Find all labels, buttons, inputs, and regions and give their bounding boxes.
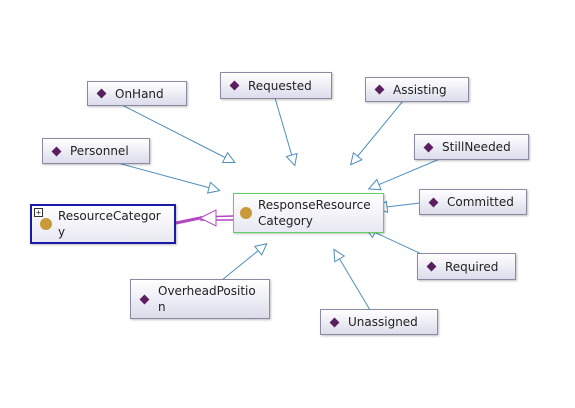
- edge-unassigned: [338, 257, 371, 311]
- node-label: OverheadPositio n: [158, 284, 256, 314]
- node-required[interactable]: Required: [417, 253, 516, 280]
- node-assisting[interactable]: Assisting: [365, 77, 469, 102]
- node-requested[interactable]: Requested: [220, 72, 332, 99]
- node-label: Committed: [447, 195, 514, 209]
- individual-diamond-icon: [139, 294, 150, 304]
- individual-diamond-icon: [426, 261, 437, 272]
- arrowhead-onhand: [221, 151, 236, 164]
- node-label: ResponseResource Category: [258, 198, 371, 228]
- arrowhead-personnel: [206, 181, 221, 194]
- individual-diamond-icon: [329, 317, 340, 327]
- node-onhand[interactable]: OnHand: [87, 81, 187, 106]
- individual-diamond-icon: [428, 197, 439, 207]
- node-label: ResourceCategor y: [58, 209, 161, 239]
- edge-stillneeded: [377, 157, 443, 186]
- arrowhead-subclass: [198, 209, 217, 227]
- node-label: Required: [445, 259, 499, 274]
- class-dot-icon: [240, 207, 252, 219]
- edge-assisting: [356, 100, 404, 158]
- individual-diamond-icon: [51, 146, 62, 156]
- node-responseresourcecategory[interactable]: ResponseResource Category: [233, 193, 384, 233]
- node-stillneeded[interactable]: StillNeeded: [414, 134, 529, 160]
- node-label: Unassigned: [348, 315, 418, 329]
- node-label: Personnel: [70, 144, 129, 158]
- node-resourcecategory[interactable]: + ResourceCategor y: [30, 204, 176, 244]
- expand-icon[interactable]: +: [34, 208, 43, 217]
- node-overheadposition[interactable]: OverheadPositio n: [130, 279, 270, 319]
- individual-diamond-icon: [96, 88, 107, 99]
- arrowhead-assisting: [349, 151, 363, 166]
- arrowhead-requested: [285, 152, 298, 167]
- arrowhead-unassigned: [333, 248, 346, 263]
- edge-subclass-line-3: [175, 216, 201, 225]
- arrowhead-stillneeded: [367, 178, 382, 191]
- edge-committed: [385, 202, 421, 208]
- node-label: Assisting: [393, 82, 447, 97]
- edge-onhand: [121, 104, 227, 159]
- individual-diamond-icon: [229, 80, 240, 91]
- individual-diamond-icon: [374, 84, 385, 95]
- node-label: OnHand: [115, 86, 164, 101]
- node-unassigned[interactable]: Unassigned: [320, 309, 438, 335]
- edge-requested: [274, 97, 293, 157]
- edge-required: [373, 231, 429, 258]
- individual-diamond-icon: [423, 142, 434, 152]
- node-label: StillNeeded: [442, 140, 511, 154]
- arrowhead-overheadposition: [253, 242, 268, 256]
- node-personnel[interactable]: Personnel: [42, 138, 150, 164]
- class-dot-icon: [40, 218, 52, 230]
- node-committed[interactable]: Committed: [419, 189, 527, 215]
- edge-personnel: [113, 161, 211, 189]
- node-label: Requested: [248, 78, 312, 93]
- edge-overheadposition: [221, 249, 260, 281]
